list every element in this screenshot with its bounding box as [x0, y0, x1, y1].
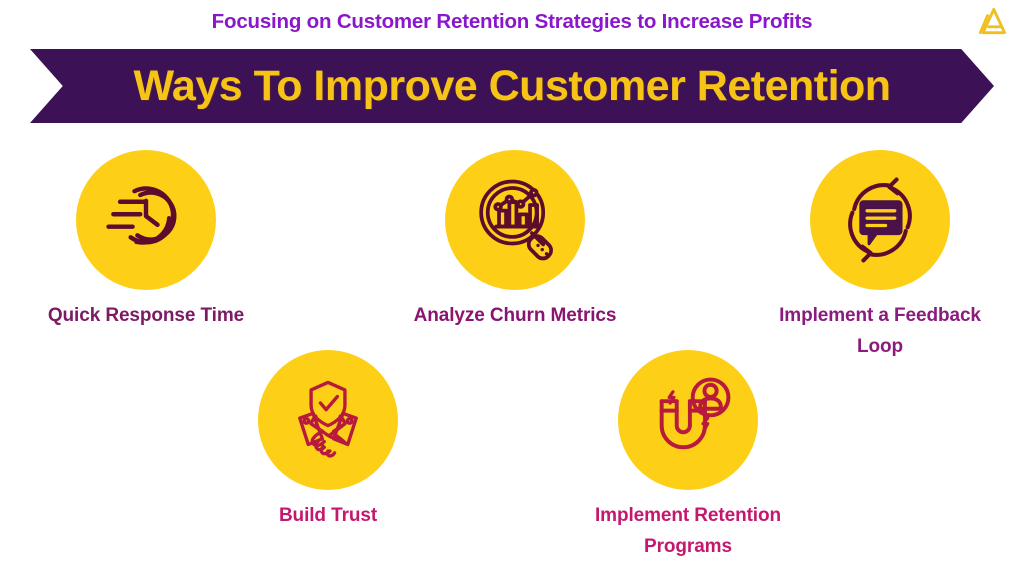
card-build-trust[interactable]: Build Trust: [213, 350, 443, 532]
mountain-logo-icon: [974, 4, 1010, 38]
card-implement-retention-programs[interactable]: Implement Retention Programs: [573, 350, 803, 563]
banner-title: Ways To Improve Customer Retention: [133, 61, 891, 110]
card-label: Build Trust: [278, 505, 378, 526]
icon-circle: [258, 350, 398, 490]
handshake-shield-icon: [281, 373, 375, 467]
card-label: Quick Response Time: [47, 305, 245, 326]
icon-circle: [618, 350, 758, 490]
card-label: Implement Retention Programs: [594, 505, 781, 557]
speech-bubble-loop-icon: [834, 174, 926, 266]
header-bar: Focusing on Customer Retention Strategie…: [0, 0, 1024, 44]
speed-clock-icon: [98, 172, 194, 268]
icon-circle: [445, 150, 585, 290]
magnifier-bar-chart-icon: [468, 173, 562, 267]
card-analyze-churn-metrics[interactable]: Analyze Churn Metrics: [400, 150, 630, 332]
banner-ribbon: Ways To Improve Customer Retention: [30, 49, 994, 123]
icon-circle: [76, 150, 216, 290]
card-label: Implement a Feedback Loop: [779, 305, 981, 357]
magnet-person-icon: [641, 373, 735, 467]
card-label: Analyze Churn Metrics: [413, 305, 617, 326]
page-title: Focusing on Customer Retention Strategie…: [211, 10, 813, 33]
card-quick-response-time[interactable]: Quick Response Time: [31, 150, 261, 332]
card-implement-a-feedback-loop[interactable]: Implement a Feedback Loop: [765, 150, 995, 363]
icon-circle: [810, 150, 950, 290]
